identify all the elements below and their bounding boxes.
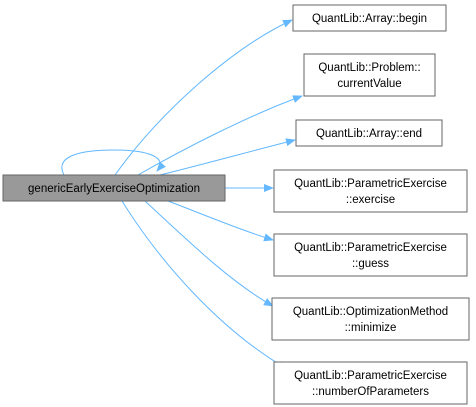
edge-root-to-root bbox=[61, 149, 166, 176]
node-box bbox=[273, 361, 468, 405]
node-label-line: ::minimize bbox=[345, 322, 397, 334]
node-box bbox=[292, 4, 447, 32]
node-optimization-method-minimize[interactable]: QuantLib::OptimizationMethod::minimize bbox=[271, 297, 470, 341]
node-label-line: QuantLib::Problem:: bbox=[318, 62, 420, 74]
edge-root-to-array-end bbox=[159, 138, 296, 176]
node-label-line: ::exercise bbox=[346, 194, 395, 206]
node-label-line: ::guess bbox=[352, 258, 389, 270]
node-box bbox=[271, 297, 470, 341]
node-label-line: QuantLib::OptimizationMethod bbox=[293, 306, 448, 318]
node-label-line: QuantLib::ParametricExercise bbox=[294, 178, 447, 190]
node-parametric-exercise-guess[interactable]: QuantLib::ParametricExercise::guess bbox=[273, 233, 468, 277]
nodes-layer: genericEarlyExerciseOptimizationQuantLib… bbox=[2, 4, 470, 405]
node-box bbox=[303, 53, 436, 97]
node-array-end[interactable]: QuantLib::Array::end bbox=[295, 119, 443, 147]
node-array-begin[interactable]: QuantLib::Array::begin bbox=[292, 4, 447, 32]
node-label-line: QuantLib::Array::end bbox=[316, 128, 422, 140]
node-label-line: QuantLib::ParametricExercise bbox=[294, 370, 447, 382]
edge-root-to-array-begin bbox=[114, 19, 293, 176]
node-label-line: QuantLib::Array::begin bbox=[312, 13, 427, 25]
node-box bbox=[273, 233, 468, 277]
root-node[interactable]: genericEarlyExerciseOptimization bbox=[2, 174, 226, 202]
node-box bbox=[295, 119, 443, 147]
node-label-line: genericEarlyExerciseOptimization bbox=[28, 183, 200, 195]
node-label-line: currentValue bbox=[337, 78, 401, 90]
node-problem-current-value[interactable]: QuantLib::Problem::currentValue bbox=[303, 53, 436, 97]
edge-root-to-optimization-method-minimize bbox=[144, 200, 274, 307]
edge-root-to-problem-current-value bbox=[137, 95, 303, 176]
node-label-line: QuantLib::ParametricExercise bbox=[294, 242, 447, 254]
edge-root-to-parametric-exercise-number-of-parameters bbox=[121, 200, 288, 370]
node-parametric-exercise-number-of-parameters[interactable]: QuantLib::ParametricExercise::numberOfPa… bbox=[273, 361, 468, 405]
node-box bbox=[273, 169, 468, 213]
node-parametric-exercise-exercise[interactable]: QuantLib::ParametricExercise::exercise bbox=[273, 169, 468, 213]
root-node-box bbox=[2, 174, 226, 202]
node-label-line: ::numberOfParameters bbox=[312, 386, 429, 398]
edges-layer bbox=[61, 19, 303, 370]
edge-root-to-parametric-exercise-guess bbox=[167, 200, 274, 242]
